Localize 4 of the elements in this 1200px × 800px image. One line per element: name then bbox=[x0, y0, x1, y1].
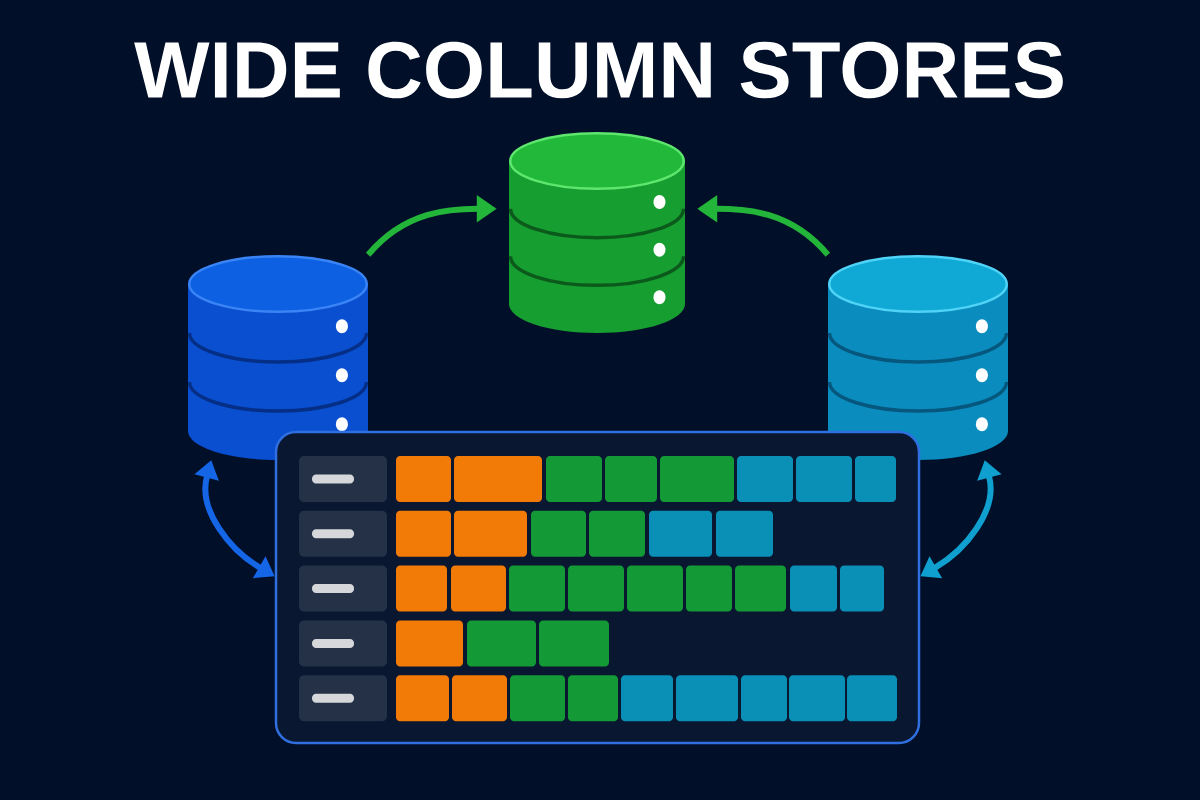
title: WIDE COLUMN STORES bbox=[134, 41, 1063, 99]
database-cylinder bbox=[827, 255, 1009, 460]
database-cylinder bbox=[187, 255, 369, 460]
database-cylinder bbox=[508, 132, 686, 333]
